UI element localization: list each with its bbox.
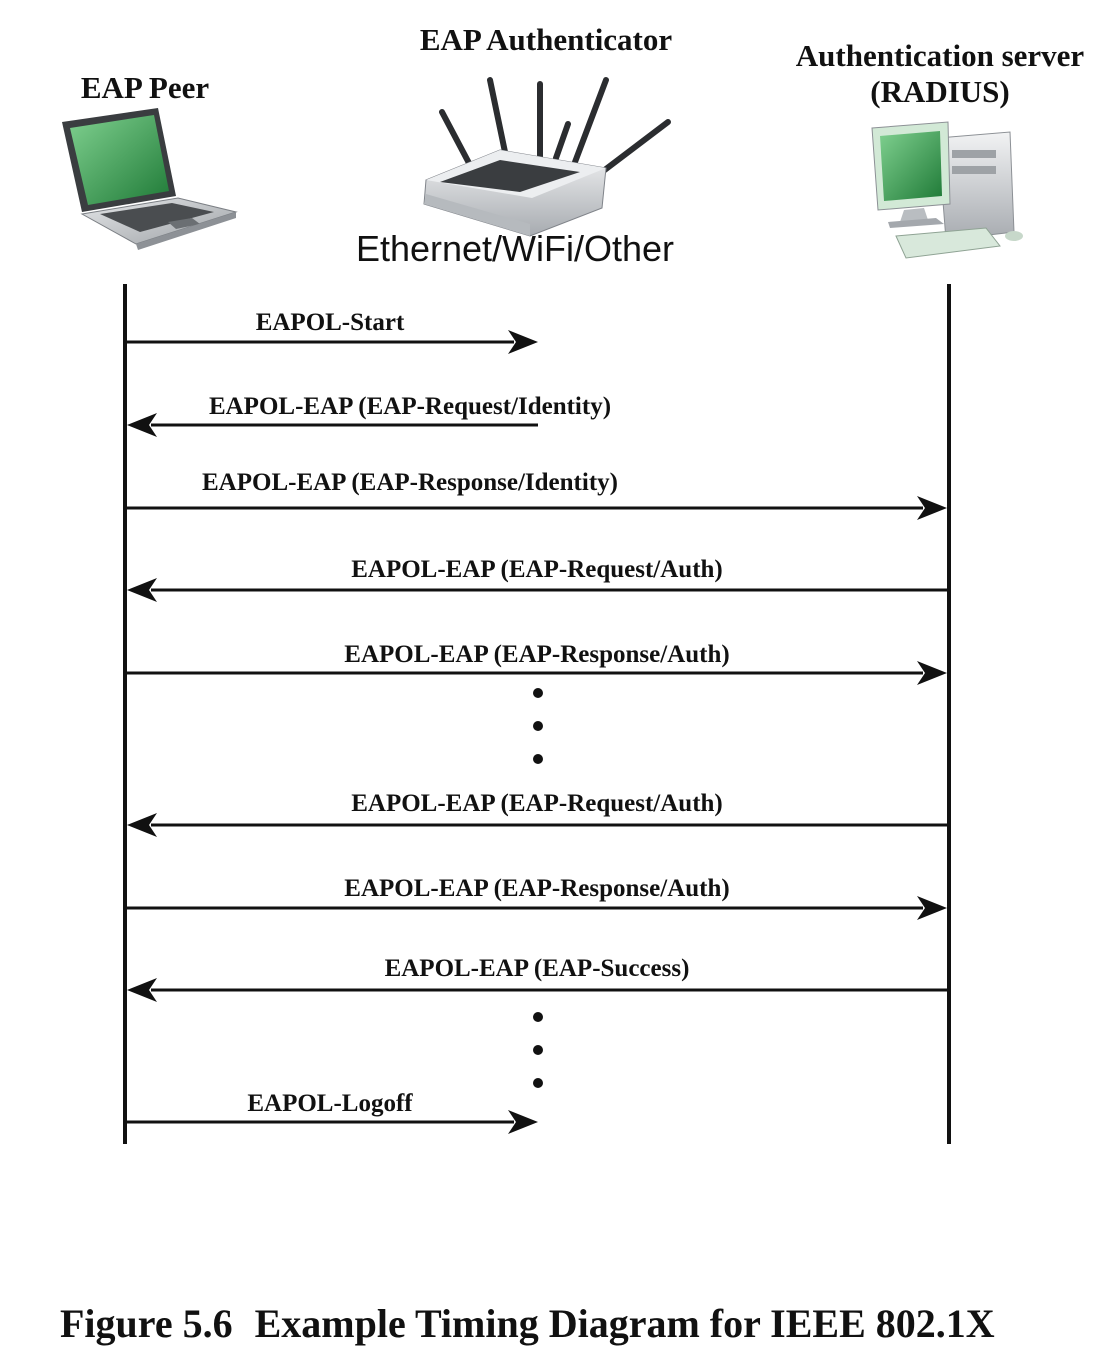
actor-label-peer: EAP Peer: [80, 70, 210, 105]
message-label: EAPOL-EAP (EAP-Response/Auth): [344, 875, 729, 902]
message-arrow: [127, 413, 538, 437]
wireless-router-icon: [423, 77, 671, 237]
message-label: EAPOL-Start: [256, 309, 405, 336]
message-arrows: [127, 330, 947, 1134]
continuation-dots: [533, 688, 543, 764]
figure-caption: Figure 5.6 Example Timing Diagram for IEE…: [60, 1300, 1060, 1348]
message-label: EAPOL-Logoff: [247, 1090, 413, 1117]
figure-number: Figure 5.6: [60, 1301, 233, 1346]
message-label: EAPOL-EAP (EAP-Request/Auth): [351, 790, 723, 817]
actor-label-server: Authentication server (RADIUS): [780, 38, 1100, 110]
message-label: EAPOL-EAP (EAP-Success): [385, 955, 690, 982]
continuation-dots: [533, 1012, 543, 1088]
message-label: EAPOL-EAP (EAP-Request/Auth): [351, 556, 723, 583]
actor-label-server-line1: Authentication server: [795, 38, 1085, 73]
message-arrow: [127, 661, 947, 685]
message-arrow: [127, 896, 947, 920]
message-arrow: [127, 1110, 538, 1134]
message-label: EAPOL-EAP (EAP-Request/Identity): [209, 393, 611, 420]
message-arrow: [127, 330, 538, 354]
laptop-icon: [62, 108, 238, 250]
desktop-computer-icon: [871, 121, 1023, 259]
message-label: EAPOL-EAP (EAP-Response/Auth): [344, 641, 729, 668]
figure-title: Example Timing Diagram for IEEE 802.1X: [254, 1301, 995, 1346]
message-arrow: [127, 813, 947, 837]
actor-label-authenticator: EAP Authenticator: [419, 22, 673, 57]
actor-label-server-line2: (RADIUS): [870, 74, 1010, 109]
medium-label: Ethernet/WiFi/Other: [355, 228, 675, 269]
message-arrow: [127, 496, 947, 520]
message-label: EAPOL-EAP (EAP-Response/Identity): [202, 469, 618, 496]
message-arrow: [127, 578, 947, 602]
message-arrow: [127, 978, 947, 1002]
